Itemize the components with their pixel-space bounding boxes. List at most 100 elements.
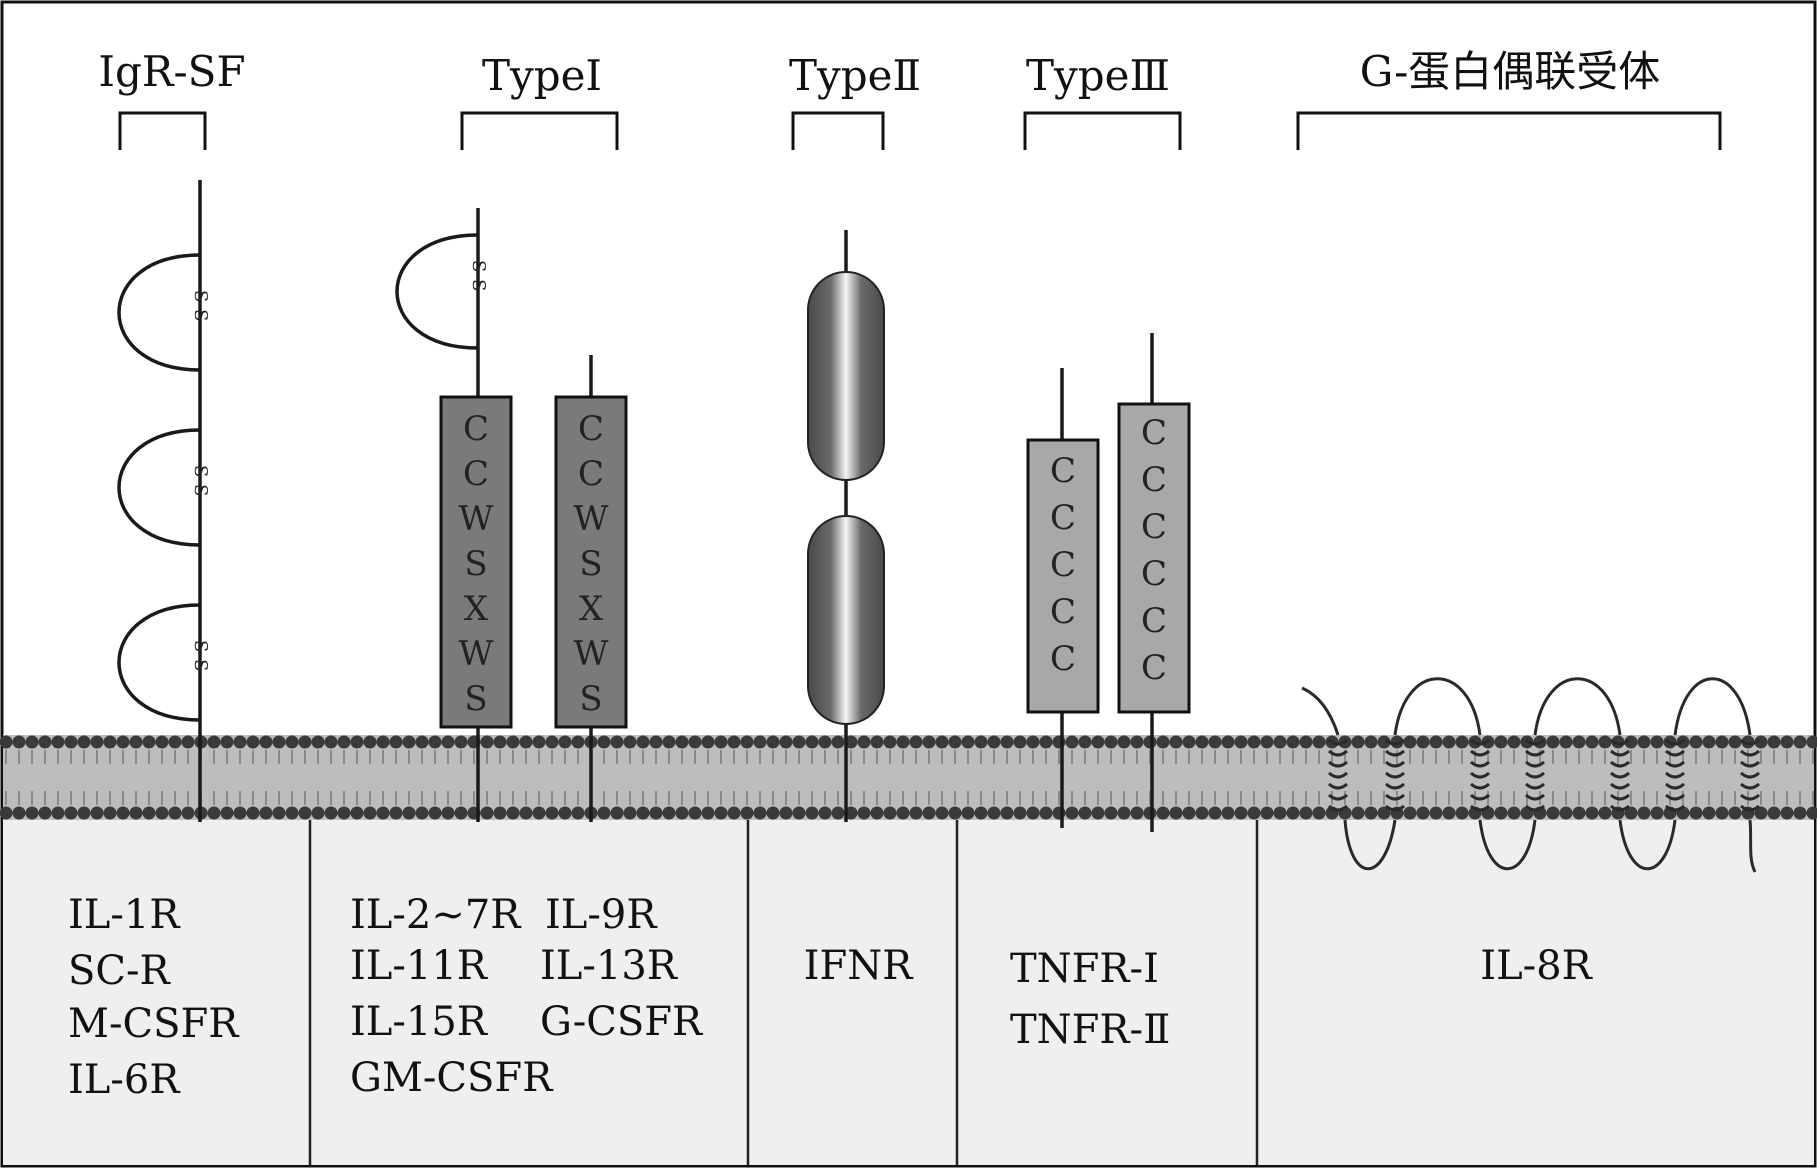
membrane-bead <box>272 806 286 820</box>
membrane-bead <box>1351 806 1365 820</box>
membrane-bead <box>1312 735 1326 749</box>
helix-turn <box>1610 738 1630 746</box>
membrane-bead <box>1507 806 1521 820</box>
membrane-bead <box>1767 806 1781 820</box>
helix-turn <box>1665 738 1685 746</box>
membrane-bead <box>1442 735 1456 749</box>
helix-turn <box>1665 760 1685 768</box>
helix-turn <box>1740 749 1760 757</box>
membrane-bead <box>363 735 377 749</box>
helix-turn <box>1470 793 1490 801</box>
membrane-bead <box>350 806 364 820</box>
membrane-bead <box>1065 806 1079 820</box>
ig-loop-3 <box>117 603 201 722</box>
membrane-bead <box>298 806 312 820</box>
membrane-bead <box>987 735 1001 749</box>
membrane-bead <box>337 735 351 749</box>
helix-turn <box>1610 749 1630 757</box>
gpcr-int-loop-3 <box>1618 819 1677 871</box>
membrane-bead <box>545 735 559 749</box>
membrane-bead <box>1234 806 1248 820</box>
gpcr-n-terminus <box>1301 686 1340 736</box>
membrane-bead <box>805 735 819 749</box>
membrane-bead <box>1624 735 1638 749</box>
membrane-bead <box>64 735 78 749</box>
motif-letter: C <box>578 454 604 494</box>
helix-turn <box>1470 782 1490 790</box>
helix-turn <box>1385 782 1405 790</box>
membrane-bead <box>90 735 104 749</box>
membrane-bead <box>532 735 546 749</box>
membrane-bead <box>714 806 728 820</box>
membrane-bead <box>1806 806 1817 820</box>
membrane-bead <box>1455 806 1469 820</box>
helix-turn <box>1525 782 1545 790</box>
membrane-bead <box>142 806 156 820</box>
membrane-bead <box>688 806 702 820</box>
helix-turn <box>1610 793 1630 801</box>
gpcr-ext-loop-2 <box>1533 677 1622 736</box>
membrane-bead <box>168 735 182 749</box>
membrane-bead <box>155 735 169 749</box>
membrane-bead <box>740 735 754 749</box>
ss-mark-3: S-S <box>190 640 211 671</box>
membrane-bead <box>415 735 429 749</box>
type1-a-loop <box>395 233 479 350</box>
helix-turn <box>1610 760 1630 768</box>
membrane-bead <box>675 806 689 820</box>
membrane-bead <box>1416 806 1430 820</box>
membrane-bead <box>1286 735 1300 749</box>
membrane-bead <box>1559 735 1573 749</box>
header-type2: TypeⅡ <box>789 51 921 100</box>
membrane-bead <box>298 735 312 749</box>
membrane-bead <box>1806 735 1817 749</box>
membrane-bead <box>610 806 624 820</box>
header-type3: TypeⅢ <box>1026 51 1170 100</box>
type1-a-box <box>439 395 513 729</box>
membrane-bead <box>1403 735 1417 749</box>
bracket-igrsf <box>118 111 207 150</box>
motif-letter: C <box>1141 554 1167 594</box>
header-type1: TypeⅠ <box>482 51 602 100</box>
membrane-bead <box>207 735 221 749</box>
membrane-bead <box>1377 806 1391 820</box>
motif-letter: X <box>464 589 489 629</box>
membrane-bead <box>909 735 923 749</box>
fn-domain-2 <box>807 515 885 725</box>
membrane-bead <box>922 806 936 820</box>
membrane-bead <box>571 806 585 820</box>
receptor-labels: IL-1R SC-R M-CSFR IL-6R IL-2~7R IL-11R I… <box>68 892 1594 1103</box>
membrane-bead <box>1598 806 1612 820</box>
membrane-bead <box>1221 735 1235 749</box>
membrane-bead <box>896 735 910 749</box>
ss-mark-1: S-S <box>190 290 211 321</box>
membrane-bead <box>441 806 455 820</box>
membrane-bead <box>532 806 546 820</box>
membrane-bead <box>1494 806 1508 820</box>
label-il-6r: IL-6R <box>68 1057 181 1103</box>
membrane-bead <box>1247 806 1261 820</box>
cytoplasm-band <box>3 820 1814 1165</box>
membrane-bead <box>1416 735 1430 749</box>
membrane-bead <box>155 806 169 820</box>
membrane-bead <box>896 806 910 820</box>
membrane-bead <box>1715 735 1729 749</box>
membrane-bead <box>792 806 806 820</box>
section-dividers <box>308 820 1259 1165</box>
section-headers <box>118 111 1722 150</box>
membrane-bead <box>77 735 91 749</box>
motif-letter: C <box>1050 592 1076 632</box>
membrane-bead <box>1546 735 1560 749</box>
motif-letter: S <box>579 679 602 719</box>
membrane-bead <box>1312 806 1326 820</box>
membrane-bead <box>766 806 780 820</box>
membrane-bead <box>1000 806 1014 820</box>
membrane-bead <box>571 735 585 749</box>
membrane-bead <box>1767 735 1781 749</box>
label-il-11r: IL-11R <box>350 943 489 989</box>
membrane-bead <box>1650 735 1664 749</box>
label-g-csfr: G-CSFR <box>540 999 704 1045</box>
